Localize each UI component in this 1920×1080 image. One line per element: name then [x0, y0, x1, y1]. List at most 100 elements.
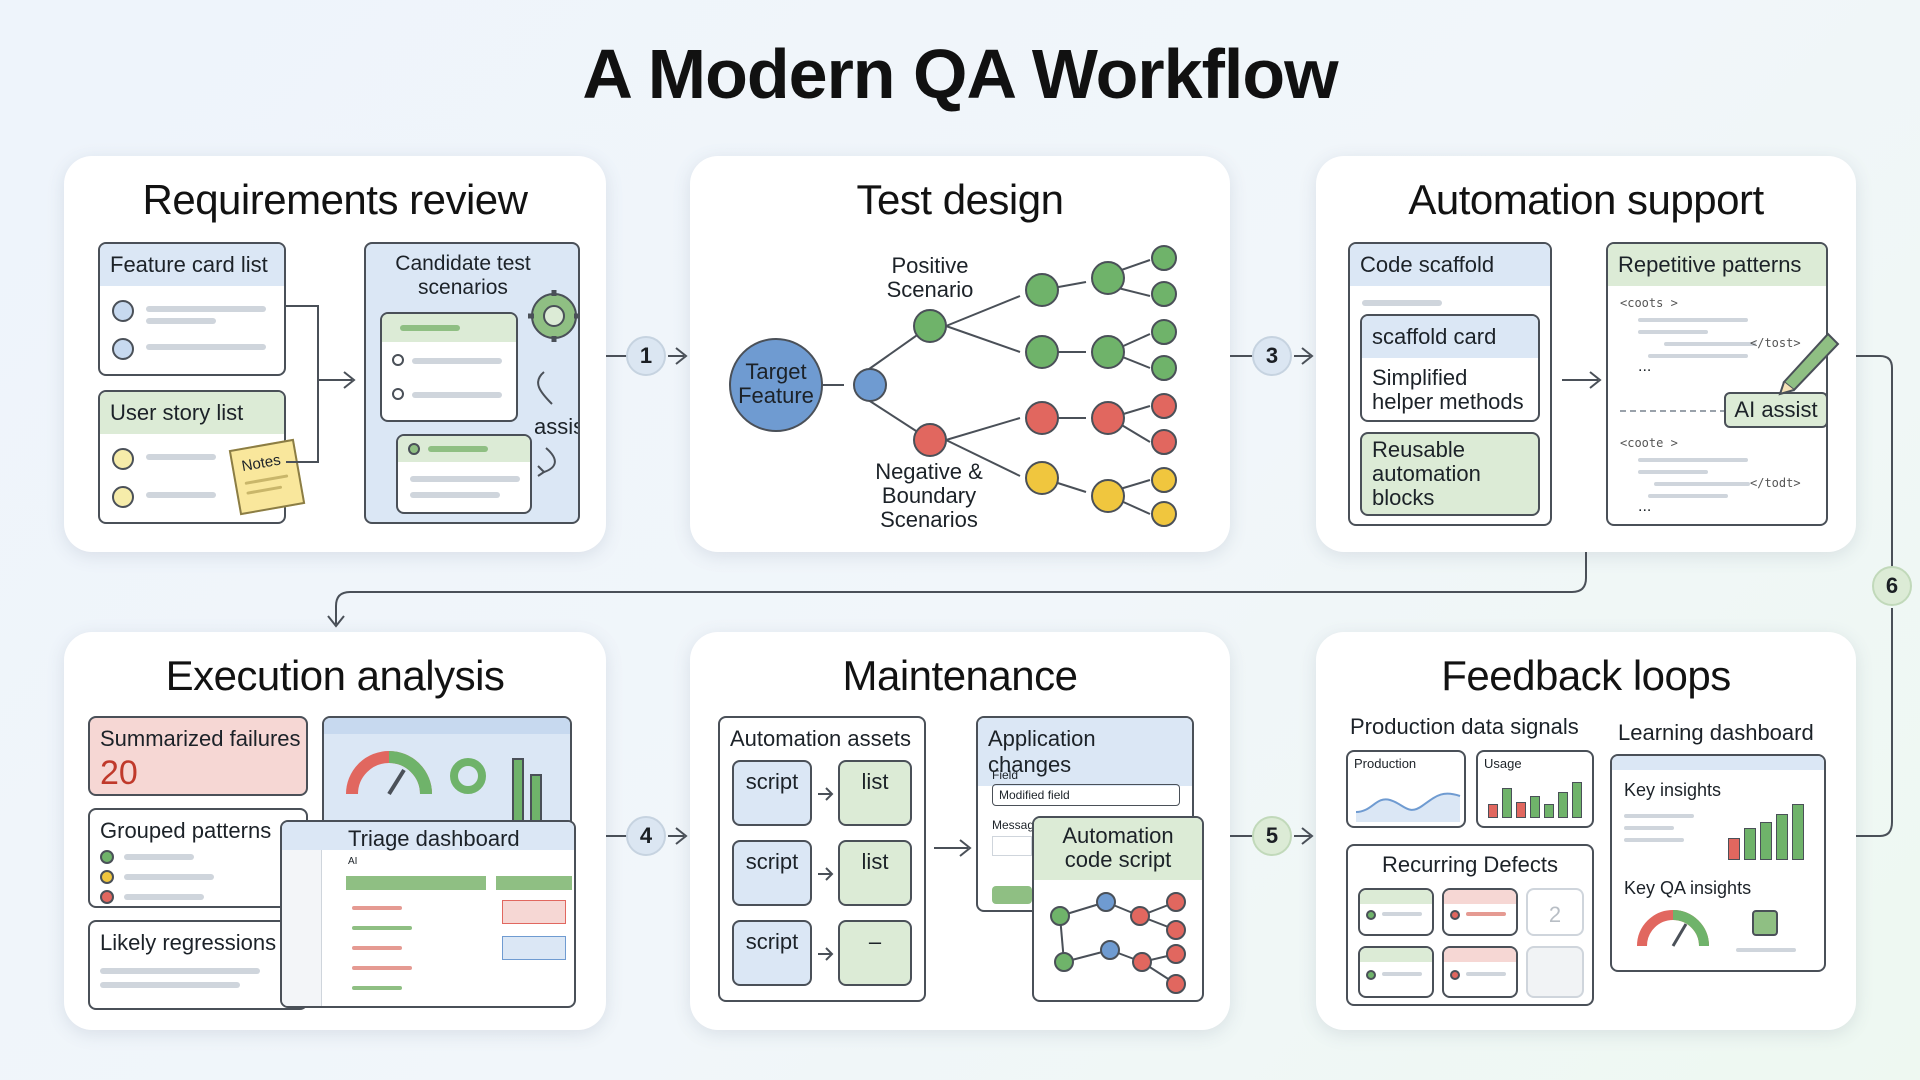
execution-title: Execution analysis — [165, 652, 505, 699]
defect-count: 2 — [1548, 902, 1562, 927]
dash-chip[interactable]: – — [838, 920, 912, 986]
code-script-label: Automation code script — [1062, 823, 1174, 872]
ellipsis: ... — [1638, 498, 1652, 515]
list-chip[interactable]: list — [838, 760, 912, 826]
circle-icon — [112, 448, 134, 470]
candidate-scenarios-card[interactable]: Candidate test scenarios — [364, 242, 580, 524]
ai-assist-chip[interactable]: AI assist — [1724, 392, 1828, 428]
check-icon — [112, 338, 134, 360]
arrow — [1562, 371, 1602, 389]
code-scaffold-card[interactable]: Code scaffold scaffold card Simplified h… — [1348, 242, 1552, 526]
helper-label: Simplified helper methods — [1372, 365, 1524, 414]
recurring-defects-card[interactable]: Recurring Defects 2 — [1346, 844, 1594, 1006]
step-1-badge: 1 — [626, 336, 666, 376]
chart-icon — [1752, 910, 1778, 936]
list-chip[interactable]: list — [838, 840, 912, 906]
assist-label: assist — [534, 414, 578, 439]
test-design-title: Test design — [856, 176, 1064, 223]
feature-card-list-header: Feature card list — [100, 244, 284, 286]
production-chart-card[interactable]: Production — [1346, 750, 1466, 828]
positive-scenario-label: Positive Scenario — [886, 253, 974, 302]
script-chip[interactable]: script — [732, 840, 812, 906]
test-design-panel: Test design — [690, 156, 1230, 552]
automation-assets-card[interactable]: Automation assets script list script lis… — [718, 716, 926, 1002]
modified-field-value: Modified field — [999, 788, 1070, 802]
automation-panel: Automation support Code scaffold scaffol… — [1316, 156, 1856, 552]
scenario-card — [380, 312, 518, 422]
dependency-graph — [1050, 892, 1186, 994]
usage-chart-card[interactable]: Usage — [1476, 750, 1594, 828]
target-feature-node — [729, 338, 823, 432]
donut-icon — [450, 758, 486, 794]
scaffold-card: scaffold card Simplified helper methods — [1360, 314, 1540, 422]
code-scaffold-header: Code scaffold — [1350, 244, 1550, 286]
step-3-badge: 3 — [1252, 336, 1292, 376]
production-label: Production — [1354, 756, 1417, 771]
repetitive-patterns-header: Repetitive patterns — [1608, 244, 1826, 286]
application-changes-header: Application changes — [978, 718, 1192, 786]
step-5-badge: 5 — [1252, 816, 1292, 856]
reusable-label: Reusable automation blocks — [1372, 437, 1481, 510]
scenario-card — [396, 434, 532, 514]
likely-regressions-card[interactable]: Likely regressions — [88, 920, 308, 1010]
likely-regressions-label: Likely regressions — [100, 930, 277, 955]
scenario-tree — [729, 245, 1177, 527]
key-qa-insights-label: Key QA insights — [1624, 878, 1752, 898]
feedback-title: Feedback loops — [1441, 652, 1731, 699]
message-label: Message — [992, 818, 1041, 832]
execution-panel: Execution analysis Summarized failures 2… — [64, 632, 606, 1030]
learning-dashboard-card[interactable]: Key insights Key QA insights — [1610, 754, 1826, 972]
reusable-blocks: Reusable automation blocks — [1360, 432, 1540, 516]
code-line: </todt> — [1750, 476, 1801, 490]
maintenance-panel: Maintenance Automation assets script lis… — [690, 632, 1230, 1030]
code-line: </tost> — [1750, 336, 1801, 350]
triage-ai-label: AI — [348, 856, 358, 867]
arrow — [934, 839, 972, 857]
candidate-scenarios-label: Candidate test scenarios — [395, 252, 531, 299]
requirements-title: Requirements review — [142, 176, 529, 223]
script-chip[interactable]: script — [732, 920, 812, 986]
line-chart-icon — [1355, 792, 1461, 822]
grouped-patterns-card[interactable]: Grouped patterns — [88, 808, 308, 908]
chip-arrows — [818, 787, 834, 961]
target-feature-label: Target Feature — [738, 359, 814, 408]
ellipsis: ... — [1638, 358, 1652, 375]
connector-lines — [286, 305, 356, 463]
maintenance-title: Maintenance — [842, 652, 1079, 699]
step-4-badge: 4 — [626, 816, 666, 856]
assist-arrow-icon — [537, 371, 556, 477]
scaffold-card-label: scaffold card — [1362, 316, 1538, 358]
signals-label: Production data signals — [1350, 714, 1579, 739]
user-story-list-header: User story list — [100, 392, 284, 434]
triage-dashboard[interactable]: Triage dashboard AI — [280, 820, 576, 1008]
code-line: <coote > — [1620, 436, 1678, 450]
check-icon — [112, 300, 134, 322]
automation-code-script-card[interactable]: Automation code script — [1032, 816, 1204, 1002]
application-changes-card[interactable]: Application changes Field Modified field… — [976, 716, 1194, 912]
automation-assets-label: Automation assets — [730, 726, 911, 751]
requirements-panel: Requirements review Feature card list Us… — [64, 156, 606, 552]
summarized-failures-label: Summarized failures — [100, 726, 301, 751]
step-6-badge: 6 — [1872, 566, 1912, 606]
brain-gear-icon — [528, 290, 578, 342]
gauge-icon — [1637, 910, 1709, 947]
code-line: <coots > — [1620, 296, 1678, 310]
script-chip[interactable]: script — [732, 760, 812, 826]
key-insights-label: Key insights — [1624, 780, 1722, 800]
failure-count: 20 — [100, 754, 138, 792]
grouped-patterns-label: Grouped patterns — [100, 818, 272, 843]
recurring-defects-label: Recurring Defects — [1381, 852, 1559, 877]
circle-icon — [112, 486, 134, 508]
learning-dashboard-label: Learning dashboard — [1618, 720, 1814, 745]
triage-dashboard-label: Triage dashboard — [348, 826, 520, 851]
feature-card-list[interactable]: Feature card list — [98, 242, 286, 376]
page-title: A Modern QA Workflow — [582, 35, 1338, 113]
feedback-panel: Feedback loops Production data signals P… — [1316, 632, 1856, 1030]
automation-title: Automation support — [1408, 176, 1764, 223]
pencil-icon — [1778, 332, 1840, 396]
field-label: Field — [992, 768, 1019, 782]
modified-field-input[interactable]: Modified field — [992, 784, 1180, 806]
summarized-failures-card[interactable]: Summarized failures 20 — [88, 716, 308, 796]
usage-label: Usage — [1484, 756, 1522, 771]
